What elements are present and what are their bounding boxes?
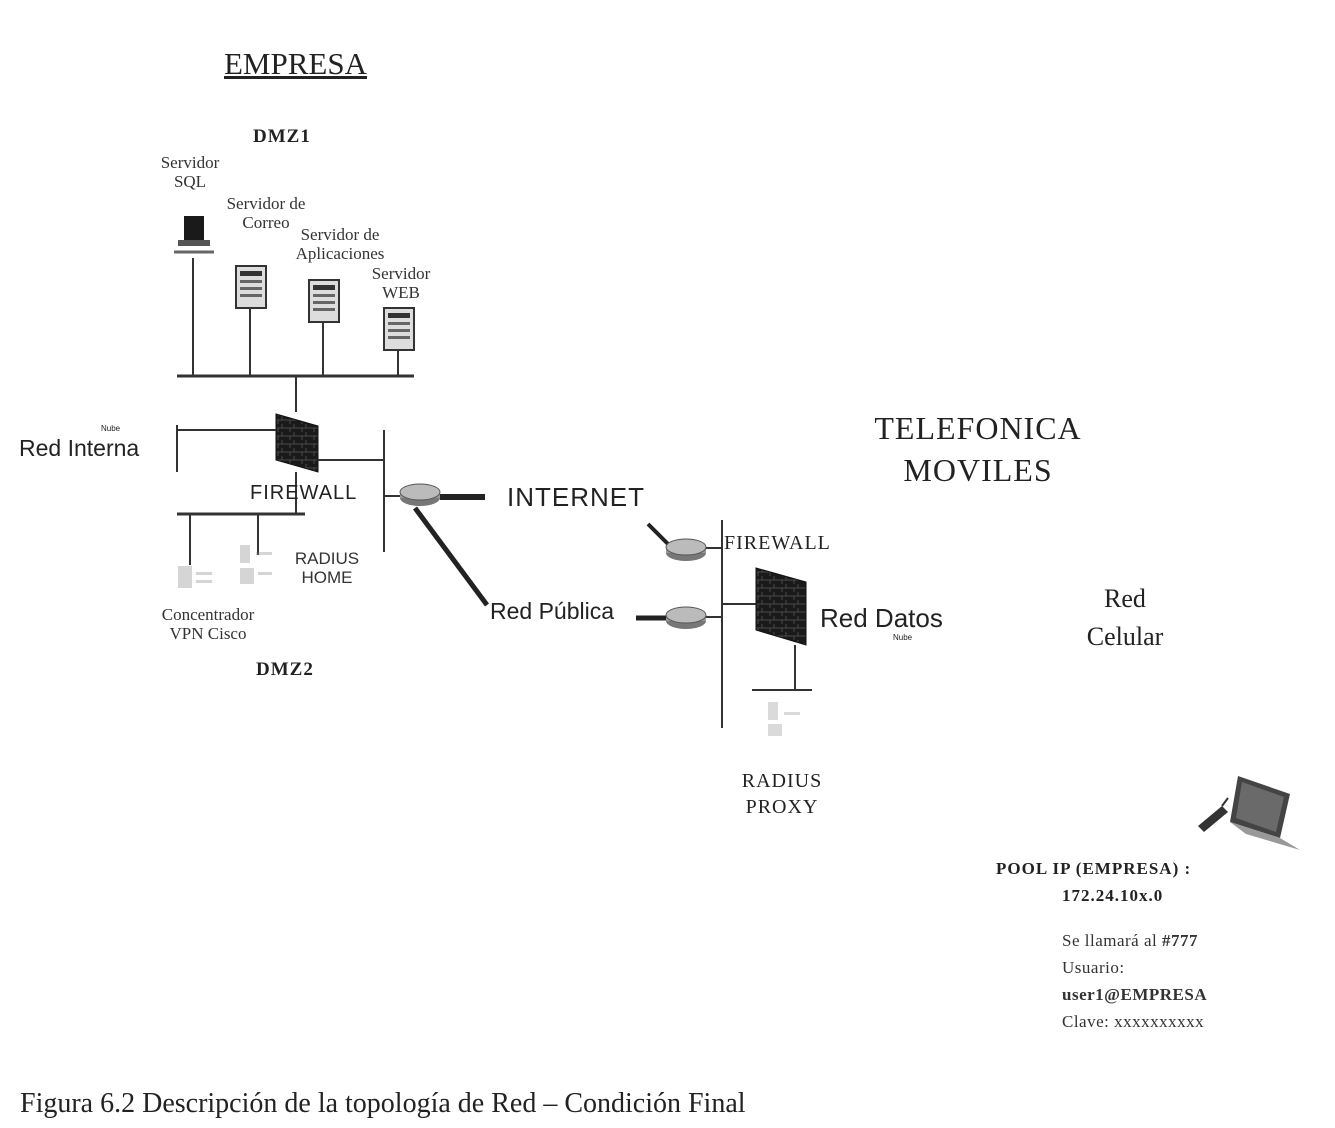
telefonica-network xyxy=(706,520,812,728)
sql-server-icon xyxy=(174,216,214,254)
red-datos-cloud-label: Nube xyxy=(893,633,913,642)
router-telefonica-1-icon xyxy=(665,538,707,561)
dmz2-label: DMZ2 xyxy=(256,659,314,680)
user-label: Usuario: xyxy=(1062,958,1125,977)
radius-home-icon xyxy=(240,545,272,584)
firewall-empresa-label: FIREWALL xyxy=(250,482,358,504)
diagram-title: EMPRESA xyxy=(224,46,367,81)
pool-ip-value: 172.24.10x.0 xyxy=(1062,886,1164,905)
firewall-empresa-icon xyxy=(275,413,319,473)
red-interna-cloud-label: Nube xyxy=(101,424,121,433)
laptop-icon xyxy=(1230,776,1300,850)
internal-links xyxy=(176,425,385,565)
firewall-telefonica-label: FIREWALL xyxy=(724,532,831,554)
user-value: user1@EMPRESA xyxy=(1062,985,1208,1004)
mail-server-icon xyxy=(235,265,267,309)
web-server-icon xyxy=(383,307,415,351)
internet-label: INTERNET xyxy=(507,482,645,512)
red-datos-label: Red Datos xyxy=(820,603,943,633)
mobile-phone-icon xyxy=(1198,797,1229,832)
pool-ip-label: POOL IP (EMPRESA) : xyxy=(996,859,1192,878)
red-publica-link xyxy=(412,506,490,607)
vpn-concentrator-icon xyxy=(178,566,212,588)
firewall-telefonica-icon xyxy=(755,567,807,646)
router-empresa-icon xyxy=(384,483,441,506)
router-telefonica-2-icon xyxy=(665,606,707,629)
dmz1-label: DMZ1 xyxy=(253,126,311,147)
radius-proxy-icon xyxy=(768,702,800,736)
call-instruction: Se llamará al #777 xyxy=(1062,931,1198,950)
password-line: Clave: xxxxxxxxxx xyxy=(1062,1012,1205,1031)
figure-caption: Figura 6.2 Descripción de la topología d… xyxy=(20,1088,746,1119)
application-server-icon xyxy=(308,279,340,323)
dmz1-network xyxy=(177,258,414,412)
red-publica-label: Red Pública xyxy=(490,598,615,624)
red-interna-label: Red Interna xyxy=(19,435,140,461)
